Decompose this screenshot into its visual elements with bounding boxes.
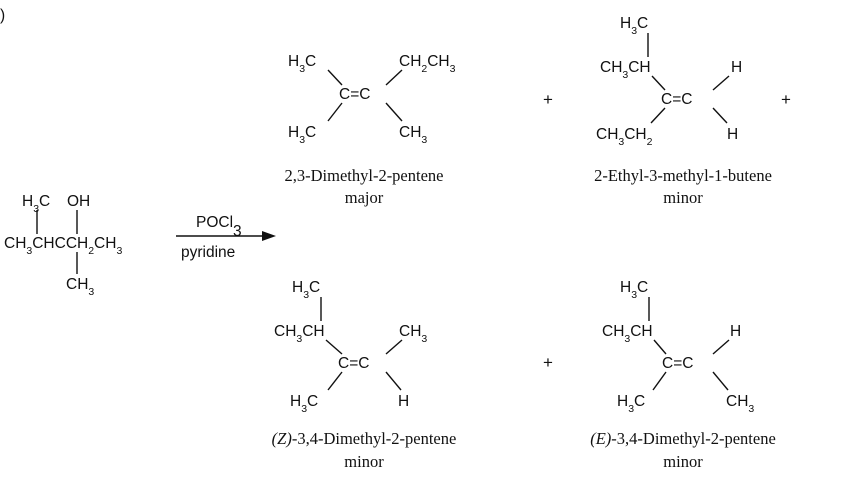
product-3-top-left: CH3CH xyxy=(274,323,325,345)
product-1-bottom-right: CH3 xyxy=(399,124,427,146)
product-4-bond-bottom-right xyxy=(712,371,729,391)
product-2-name: 2-Ethyl-3-methyl-1-butene xyxy=(594,166,772,185)
plus-sign-top-right: + xyxy=(781,90,791,109)
reaction-arrow-head xyxy=(262,231,276,241)
plus-sign-top-left: + xyxy=(543,90,553,109)
product-3-top-methyl: H3C xyxy=(292,279,320,301)
product-1-bond-bottom-left xyxy=(327,102,343,122)
product-1-name: 2,3-Dimethyl-2-pentene xyxy=(285,166,444,185)
part-label: ) xyxy=(0,7,5,24)
product-4-double-bond-label: C=C xyxy=(662,355,693,372)
product-2-top-methyl: H3C xyxy=(620,15,648,37)
product-1-top-left: H3C xyxy=(288,53,316,75)
product-4-status: minor xyxy=(663,452,703,471)
product-3-name-stereo: (Z) xyxy=(272,429,292,448)
product-3-bottom-right: H xyxy=(398,393,409,410)
product-2-top-left: CH3CH xyxy=(600,59,651,81)
product-3-bond-top-left xyxy=(325,339,343,355)
product-4-top-left: CH3CH xyxy=(602,323,653,345)
product-3-double-bond-label: C=C xyxy=(338,355,369,372)
product-2-status: minor xyxy=(663,188,703,207)
product-2-bond-top-left xyxy=(651,75,666,91)
reagent-below-arrow: pyridine xyxy=(181,244,235,261)
product-3-bond-bottom-left xyxy=(327,371,343,391)
product-1-bottom-left: H3C xyxy=(288,124,316,146)
product-3-bottom-left: H3C xyxy=(290,393,318,415)
product-2-bond-bottom-left xyxy=(650,107,666,124)
product-2-double-bond-label: C=C xyxy=(661,91,692,108)
plus-sign-bottom: + xyxy=(543,353,553,372)
reactant-top-left: H3C xyxy=(22,193,50,215)
reactant-structure: H3C OH CH3CHCCH2CH3 CH3 xyxy=(4,193,122,298)
reagent-above-arrow: POCl3 xyxy=(196,214,242,240)
product-2-bond-bottom-right xyxy=(712,107,728,124)
product-1-bond-top-left xyxy=(327,69,343,86)
product-1-bond-bottom-right xyxy=(385,102,403,122)
product-3-top-right: CH3 xyxy=(399,323,427,345)
product-3-name: (Z)-3,4-Dimethyl-2-pentene xyxy=(272,429,457,448)
product-2-bottom-right: H xyxy=(727,126,738,143)
product-4-top-right: H xyxy=(730,323,741,340)
product-4-bond-bottom-left xyxy=(652,371,667,391)
product-3-structure: H3C CH3CH CH3 C=C H3C H xyxy=(274,279,427,415)
product-1-structure: H3C CH2CH3 C=C H3C CH3 xyxy=(288,53,456,146)
product-4-top-methyl: H3C xyxy=(620,279,648,301)
product-3-status: minor xyxy=(344,452,384,471)
reactant-bottom: CH3 xyxy=(66,276,94,298)
product-4-name: (E)-3,4-Dimethyl-2-pentene xyxy=(590,429,776,448)
product-4-name-stereo: (E) xyxy=(590,429,611,448)
product-2-bond-top-right xyxy=(712,75,730,91)
product-4-bottom-right: CH3 xyxy=(726,393,754,415)
product-4-structure: H3C CH3CH H C=C H3C CH3 xyxy=(602,279,754,415)
product-2-structure: H3C CH3CH H C=C CH3CH2 H xyxy=(596,15,742,148)
product-1-bond-top-right xyxy=(385,69,403,86)
product-1-status: major xyxy=(345,188,384,207)
product-2-bottom-left: CH3CH2 xyxy=(596,126,653,148)
product-4-bond-top-right xyxy=(712,339,730,355)
product-1-top-right: CH2CH3 xyxy=(399,53,456,75)
product-3-name-rest: -3,4-Dimethyl-2-pentene xyxy=(292,429,456,448)
product-4-bond-top-left xyxy=(653,339,667,355)
product-4-bottom-left: H3C xyxy=(617,393,645,415)
product-4-name-rest: -3,4-Dimethyl-2-pentene xyxy=(611,429,775,448)
reactant-main-chain: CH3CHCCH2CH3 xyxy=(4,235,122,257)
product-3-bond-bottom-right xyxy=(385,371,402,391)
product-1-double-bond-label: C=C xyxy=(339,86,370,103)
product-3-bond-top-right xyxy=(385,339,403,355)
reaction-arrow-group: POCl3 pyridine xyxy=(176,214,276,261)
product-2-top-right: H xyxy=(731,59,742,76)
reactant-top-right: OH xyxy=(67,193,90,210)
